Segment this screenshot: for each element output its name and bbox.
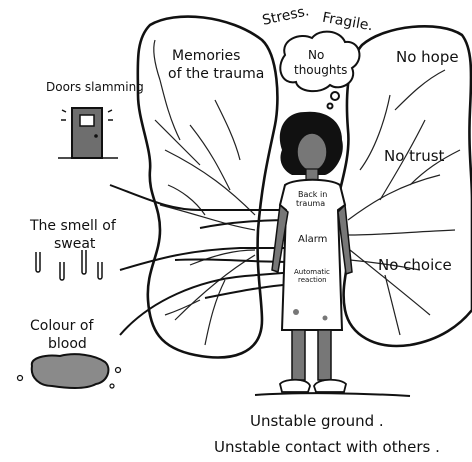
- memories-label-line1: Memories: [172, 48, 240, 64]
- colour-label-line2: blood: [48, 336, 87, 352]
- blood-puddle-icon: [18, 354, 121, 388]
- back-in-trauma-label-line2: trauma: [296, 199, 325, 208]
- unstable-ground-caption: Unstable ground .: [250, 412, 384, 430]
- right-wing-veins: [348, 70, 460, 335]
- colour-label-line1: Colour of: [30, 318, 93, 334]
- person-figure: [272, 112, 352, 392]
- no-thoughts-label-line2: thoughts: [294, 63, 347, 77]
- trigger-arrows: [110, 185, 300, 335]
- no-hope-label: No hope: [396, 48, 459, 66]
- smell-label-line1: The smell of: [30, 218, 116, 234]
- back-in-trauma-label-line1: Back in: [298, 190, 327, 199]
- door-icon: [58, 108, 118, 158]
- unstable-contact-caption: Unstable contact with others .: [214, 438, 440, 456]
- automatic-reaction-label-line1: Automatic: [294, 268, 330, 276]
- smell-label-line2: sweat: [54, 236, 95, 252]
- no-trust-label: No trust: [384, 147, 444, 165]
- no-thoughts-label-line1: No: [308, 48, 324, 62]
- memories-label-line2: of the trauma: [168, 66, 264, 82]
- ground-line: [255, 393, 410, 396]
- no-choice-label: No choice: [378, 256, 452, 274]
- left-wing-veins: [154, 40, 255, 345]
- automatic-reaction-label-line2: reaction: [298, 276, 327, 284]
- doors-slamming-label: Doors slamming: [46, 80, 144, 94]
- alarm-label: Alarm: [298, 234, 327, 245]
- sweat-drops-icon: [36, 250, 102, 280]
